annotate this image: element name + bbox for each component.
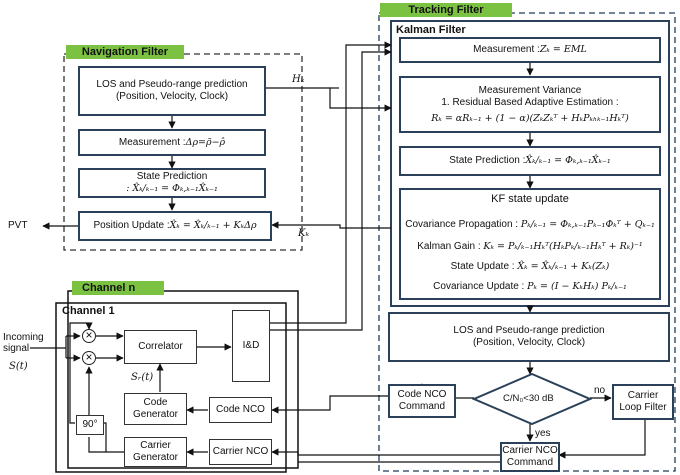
- measurement-variance-eq: Rₖ = αRₖ₋₁ + (1 − α)(ZₖZₖᵀ + HₖPₖₕₖ₋₁Hₖᵀ…: [431, 112, 629, 124]
- state-update-label: State Update :: [450, 261, 518, 272]
- mixer-i-icon: ×: [82, 329, 96, 343]
- kf-state-prediction-box: State Prediction : X̂ₖ∕ₖ₋₁ = Φₖ,ₖ₋₁X̂ₖ₋₁: [399, 146, 661, 176]
- kf-state-prediction-label: State Prediction :: [449, 155, 526, 166]
- position-update-box: Position Update : X̂ₖ = X̂ₖ∕ₖ₋₁ + KₖΔρ: [78, 211, 272, 241]
- covariance-propagation-eq: Pₖ∕ₖ₋₁ = Φₖ,ₖ₋₁Pₖ₋₁Φₖᵀ + Qₖ₋₁: [520, 219, 655, 230]
- mixer-q-icon: ×: [82, 351, 96, 365]
- covariance-propagation-row: Covariance Propagation : Pₖ∕ₖ₋₁ = Φₖ,ₖ₋₁…: [405, 219, 655, 231]
- code-nco-command-line2: Command: [398, 401, 446, 412]
- code-generator-box: Code Generator: [124, 393, 187, 425]
- carrier-nco-command-box: Carrier NCO Command: [500, 442, 560, 472]
- code-generator-line1: Code: [143, 397, 168, 408]
- nav-los-line2: (Position, Velocity, Clock): [115, 91, 229, 102]
- carrier-generator-line1: Carrier: [140, 440, 171, 451]
- code-generator-line2: Generator: [132, 409, 179, 420]
- measurement-variance-method: 1. Residual Based Adaptive Estimation :: [441, 96, 619, 108]
- sr-signal-label: Sᵣ(t): [131, 372, 154, 383]
- state-update-row: State Update : X̂ₖ = X̂ₖ∕ₖ₋₁ + Kₖ(Zₖ): [451, 261, 610, 273]
- nav-state-prediction-title: State Prediction: [136, 171, 208, 182]
- iandd-box: I&D: [232, 310, 270, 382]
- tracking-los-prediction-box: LOS and Pseudo-range prediction (Positio…: [388, 312, 670, 362]
- incoming-signal-symbol: S(t): [9, 361, 28, 372]
- navigation-filter-tag: Navigation Filter: [66, 45, 184, 59]
- kf-state-prediction-eq: X̂ₖ∕ₖ₋₁ = Φₖ,ₖ₋₁X̂ₖ₋₁: [525, 155, 611, 166]
- kk-signal-label: Kₖ: [298, 228, 310, 239]
- channel-1-frame: [55, 302, 287, 473]
- code-nco-command-line1: Code NCO: [397, 389, 447, 400]
- hk-signal-label: Hₖ: [292, 74, 305, 85]
- carrier-loop-filter-box: Carrier Loop Filter: [612, 384, 674, 420]
- incoming-signal-line2: signal: [3, 343, 30, 354]
- covariance-update-eq: Pₖ = (I − KₖHₖ) Pₖ∕ₖ₋₁: [527, 281, 627, 292]
- incoming-signal-line1: Incoming: [3, 332, 44, 343]
- kf-state-update-title: KF state update: [491, 193, 569, 205]
- kalman-gain-row: Kalman Gain : Kₖ = Pₖ∕ₖ₋₁Hₖᵀ(HₖPₖ∕ₖ₋₁Hₖᵀ…: [417, 241, 643, 253]
- nav-measurement-eq: Δρ=ρ̃−ρ̂: [185, 136, 226, 148]
- nav-los-prediction-box: LOS and Pseudo-range prediction (Positio…: [78, 66, 266, 116]
- navigation-filter-frame: [63, 53, 303, 251]
- correlator-box: Correlator: [124, 330, 197, 364]
- phase-shift-box: 90°: [76, 415, 104, 435]
- covariance-update-label: Covariance Update :: [433, 281, 528, 292]
- nav-state-prediction-box: State Prediction : X̂ₖ∕ₖ₋₁ = Φₖ,ₖ₋₁X̂ₖ₋₁: [78, 168, 266, 198]
- kf-measurement-box: Measurement : Zₖ = EML: [399, 37, 661, 63]
- tracking-los-line2: (Position, Velocity, Clock): [472, 337, 586, 348]
- nav-state-prediction-eq: : X̂ₖ∕ₖ₋₁ = Φₖ,ₖ₋₁X̂ₖ₋₁: [126, 183, 218, 194]
- kf-measurement-label: Measurement :: [473, 44, 540, 55]
- cn0-decision-diamond: [472, 373, 592, 425]
- carrier-nco-command-line2: Command: [506, 457, 554, 468]
- code-nco-command-box: Code NCO Command: [388, 384, 456, 418]
- position-update-eq: X̂ₖ = X̂ₖ∕ₖ₋₁ + KₖΔρ: [169, 220, 257, 231]
- pvt-output-label: PVT: [8, 220, 28, 231]
- decision-yes-label: yes: [535, 428, 551, 439]
- carrier-generator-line2: Generator: [132, 452, 179, 463]
- covariance-propagation-label: Covariance Propagation :: [405, 219, 521, 230]
- tracking-filter-tag: Tracking Filter: [380, 3, 512, 17]
- decision-no-label: no: [594, 385, 606, 396]
- kf-measurement-eq: Zₖ = EML: [539, 44, 587, 55]
- nav-measurement-box: Measurement : Δρ=ρ̃−ρ̂: [78, 129, 266, 156]
- channel-1-label: Channel 1: [62, 305, 115, 317]
- kalman-gain-label: Kalman Gain :: [417, 241, 484, 252]
- kf-state-update-box: KF state update Covariance Propagation :…: [399, 188, 661, 300]
- state-update-eq: X̂ₖ = X̂ₖ∕ₖ₋₁ + Kₖ(Zₖ): [517, 261, 610, 272]
- channel-n-tag: Channel n: [72, 281, 164, 295]
- kalman-filter-title: Kalman Filter: [396, 24, 466, 36]
- kalman-gain-eq: Kₖ = Pₖ∕ₖ₋₁Hₖᵀ(HₖPₖ∕ₖ₋₁Hₖᵀ + Rₖ)⁻¹: [483, 241, 643, 252]
- measurement-variance-box: Measurement Variance 1. Residual Based A…: [399, 76, 661, 133]
- position-update-label: Position Update :: [93, 220, 170, 231]
- carrier-loop-filter-line2: Loop Filter: [619, 402, 667, 413]
- carrier-loop-filter-line1: Carrier: [627, 390, 659, 401]
- incoming-signal-label: Incoming signal: [3, 332, 44, 354]
- nav-los-line1: LOS and Pseudo-range prediction: [96, 79, 248, 90]
- channel-n-frame: [67, 290, 299, 469]
- tracking-los-line1: LOS and Pseudo-range prediction: [453, 325, 605, 336]
- code-nco-box: Code NCO: [209, 397, 272, 423]
- carrier-nco-box: Carrier NCO: [209, 439, 272, 465]
- carrier-generator-box: Carrier Generator: [124, 437, 187, 467]
- cn0-decision-text: C/N₀<30 dB: [503, 393, 554, 404]
- carrier-nco-command-line1: Carrier NCO: [502, 445, 558, 456]
- covariance-update-row: Covariance Update : Pₖ = (I − KₖHₖ) Pₖ∕ₖ…: [433, 281, 627, 293]
- nav-measurement-label: Measurement :: [118, 136, 186, 148]
- measurement-variance-title: Measurement Variance: [478, 84, 582, 96]
